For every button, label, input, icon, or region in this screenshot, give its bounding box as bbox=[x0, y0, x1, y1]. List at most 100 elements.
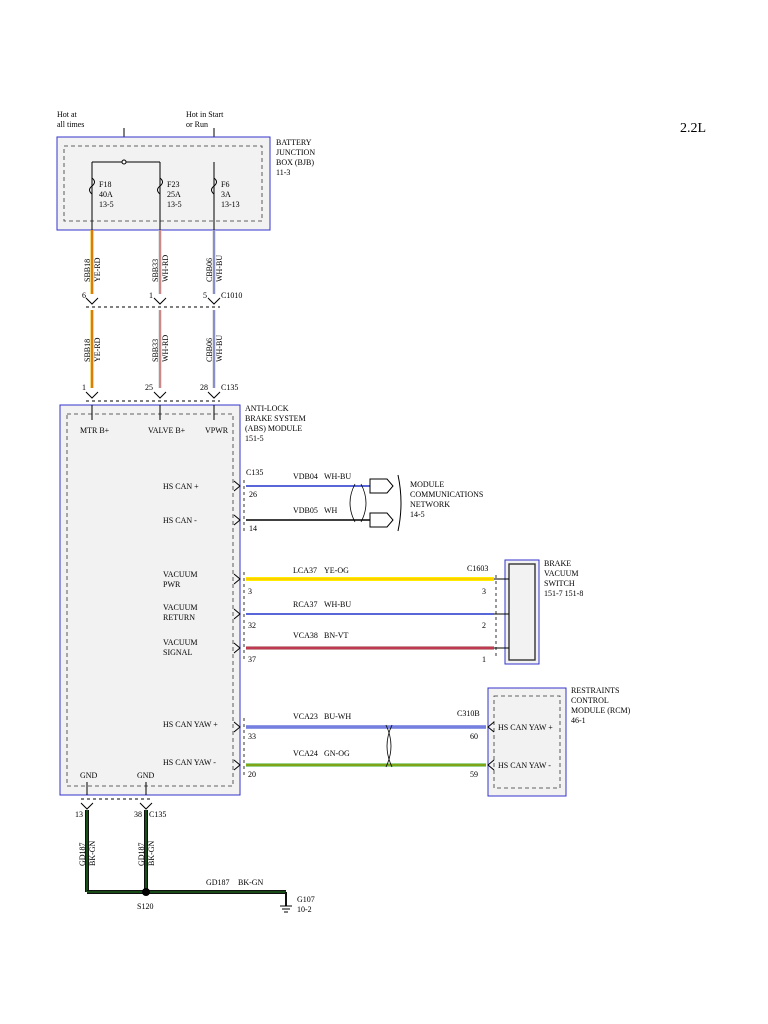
abs-pin-label: VACUUM bbox=[163, 638, 198, 647]
abs-pin-label: MTR B+ bbox=[80, 426, 110, 435]
abs-pin-label: HS CAN - bbox=[163, 516, 197, 525]
abs-pin-label: RETURN bbox=[163, 613, 195, 622]
fuse-ref: 13-5 bbox=[99, 200, 114, 209]
wire-color-label: BK-GN bbox=[147, 840, 156, 866]
bvs-name: VACUUM bbox=[544, 569, 579, 578]
pin-number: 13 bbox=[75, 810, 83, 819]
wire-color-label: WH-RD bbox=[161, 255, 170, 282]
wire-vca24 bbox=[233, 759, 486, 771]
splice-icon bbox=[142, 888, 150, 896]
mcn-name: COMMUNICATIONS bbox=[410, 490, 483, 499]
wire-circuit-label: RCA37 bbox=[293, 600, 317, 609]
pin-number: 33 bbox=[248, 732, 256, 741]
wire-color-label: BK-GN bbox=[88, 840, 97, 866]
bjb-name: BOX (BJB) bbox=[276, 158, 314, 167]
rcm-pin-label: HS CAN YAW + bbox=[498, 723, 553, 732]
wire-circuit-label: CBB06 bbox=[205, 258, 214, 282]
wire-color-label: BN-VT bbox=[324, 631, 349, 640]
wire-color-label: YE-RD bbox=[93, 337, 102, 362]
connector-label: C135 bbox=[221, 383, 238, 392]
wire-circuit-label: GD187 bbox=[206, 878, 230, 887]
fuse-ref: 13-5 bbox=[167, 200, 182, 209]
mcn-name: MODULE bbox=[410, 480, 444, 489]
wire-lca37 bbox=[233, 573, 494, 585]
connector-label: C1603 bbox=[467, 564, 488, 573]
pin-number: 14 bbox=[249, 524, 257, 533]
engine-label: 2.2L bbox=[680, 121, 706, 136]
wire-vdb04 bbox=[233, 480, 370, 492]
splice-label: S120 bbox=[137, 902, 153, 911]
ground-icon bbox=[280, 905, 292, 913]
network-arrow-icon bbox=[369, 474, 402, 532]
abs-pin-label: VALVE B+ bbox=[148, 426, 186, 435]
rcm-name: CONTROL bbox=[571, 696, 609, 705]
battery-junction-box bbox=[56, 136, 271, 231]
connector-c1010 bbox=[85, 297, 221, 308]
connector-label: C310B bbox=[457, 709, 480, 718]
pin-number: 2 bbox=[482, 621, 486, 630]
connector-label: C1010 bbox=[221, 291, 242, 300]
wire-color-label: YE-OG bbox=[324, 566, 349, 575]
bvs-name: SWITCH bbox=[544, 579, 575, 588]
abs-pin-label: VACUUM bbox=[163, 570, 198, 579]
pin-number: 6 bbox=[82, 291, 86, 300]
pin-number: 26 bbox=[249, 490, 257, 499]
bjb-name: JUNCTION bbox=[276, 148, 315, 157]
pin-number: 28 bbox=[200, 383, 208, 392]
wire-circuit-label: SBB33 bbox=[151, 259, 160, 282]
wire-gd187 bbox=[85, 810, 287, 906]
wire-circuit-label: VCA23 bbox=[293, 712, 318, 721]
fuse-rating: 3A bbox=[221, 190, 231, 199]
wire-circuit-label: GD187 bbox=[78, 842, 87, 866]
wire-color-label: BK-GN bbox=[238, 878, 264, 887]
brake-vacuum-switch bbox=[494, 559, 540, 665]
pin-number: 60 bbox=[470, 732, 478, 741]
wire-color-label: WH-RD bbox=[161, 335, 170, 362]
wire-rca37 bbox=[233, 608, 494, 620]
wire-color-label: BU-WH bbox=[324, 712, 351, 721]
abs-name: ANTI-LOCK bbox=[245, 404, 289, 413]
wire-vca38 bbox=[233, 642, 494, 654]
wire-circuit-label: VDB05 bbox=[293, 506, 318, 515]
pin-number: 25 bbox=[145, 383, 153, 392]
abs-pin-label: GND bbox=[80, 771, 98, 780]
mcn-name: 14-5 bbox=[410, 510, 425, 519]
wire-color-label: WH-BU bbox=[324, 472, 351, 481]
wire-vdb05 bbox=[233, 514, 370, 526]
fuse-rating: 25A bbox=[167, 190, 181, 199]
wire-circuit-label: LCA37 bbox=[293, 566, 317, 575]
pin-number: 1 bbox=[82, 383, 86, 392]
bjb-name: BATTERY bbox=[276, 138, 312, 147]
rcm-name: 46-1 bbox=[571, 716, 586, 725]
fuse-ref: 13-13 bbox=[221, 200, 240, 209]
wire-circuit-label: SBB33 bbox=[151, 339, 160, 362]
wire-color-label: WH-BU bbox=[324, 600, 351, 609]
hot-in-start-label-2: or Run bbox=[186, 120, 208, 129]
rcm-name: MODULE (RCM) bbox=[571, 706, 631, 715]
restraints-control-module bbox=[487, 687, 567, 797]
pin-number: 3 bbox=[482, 587, 486, 596]
fuse-id: F18 bbox=[99, 180, 111, 189]
wire-color-label: WH bbox=[324, 506, 338, 515]
ground-ref-label: 10-2 bbox=[297, 905, 312, 914]
bvs-name: BRAKE bbox=[544, 559, 571, 568]
rcm-pin-label: HS CAN YAW - bbox=[498, 761, 551, 770]
abs-name: BRAKE SYSTEM bbox=[245, 414, 306, 423]
mcn-name: NETWORK bbox=[410, 500, 450, 509]
connector-c135-bottom bbox=[80, 798, 153, 810]
fuse-rating: 40A bbox=[99, 190, 113, 199]
pin-number: 1 bbox=[149, 291, 153, 300]
abs-name: (ABS) MODULE bbox=[245, 424, 302, 433]
pin-number: 37 bbox=[248, 655, 256, 664]
abs-pin-label: VACUUM bbox=[163, 603, 198, 612]
ground-id-label: G107 bbox=[297, 895, 315, 904]
connector-c135-top bbox=[85, 391, 221, 402]
fuse-id: F23 bbox=[167, 180, 179, 189]
wire-circuit-label: VDB04 bbox=[293, 472, 318, 481]
abs-pin-label: HS CAN YAW + bbox=[163, 720, 218, 729]
pin-number: 32 bbox=[248, 621, 256, 630]
abs-pin-label: PWR bbox=[163, 580, 181, 589]
pin-number: 59 bbox=[470, 770, 478, 779]
connector-label: C135 bbox=[246, 468, 263, 477]
